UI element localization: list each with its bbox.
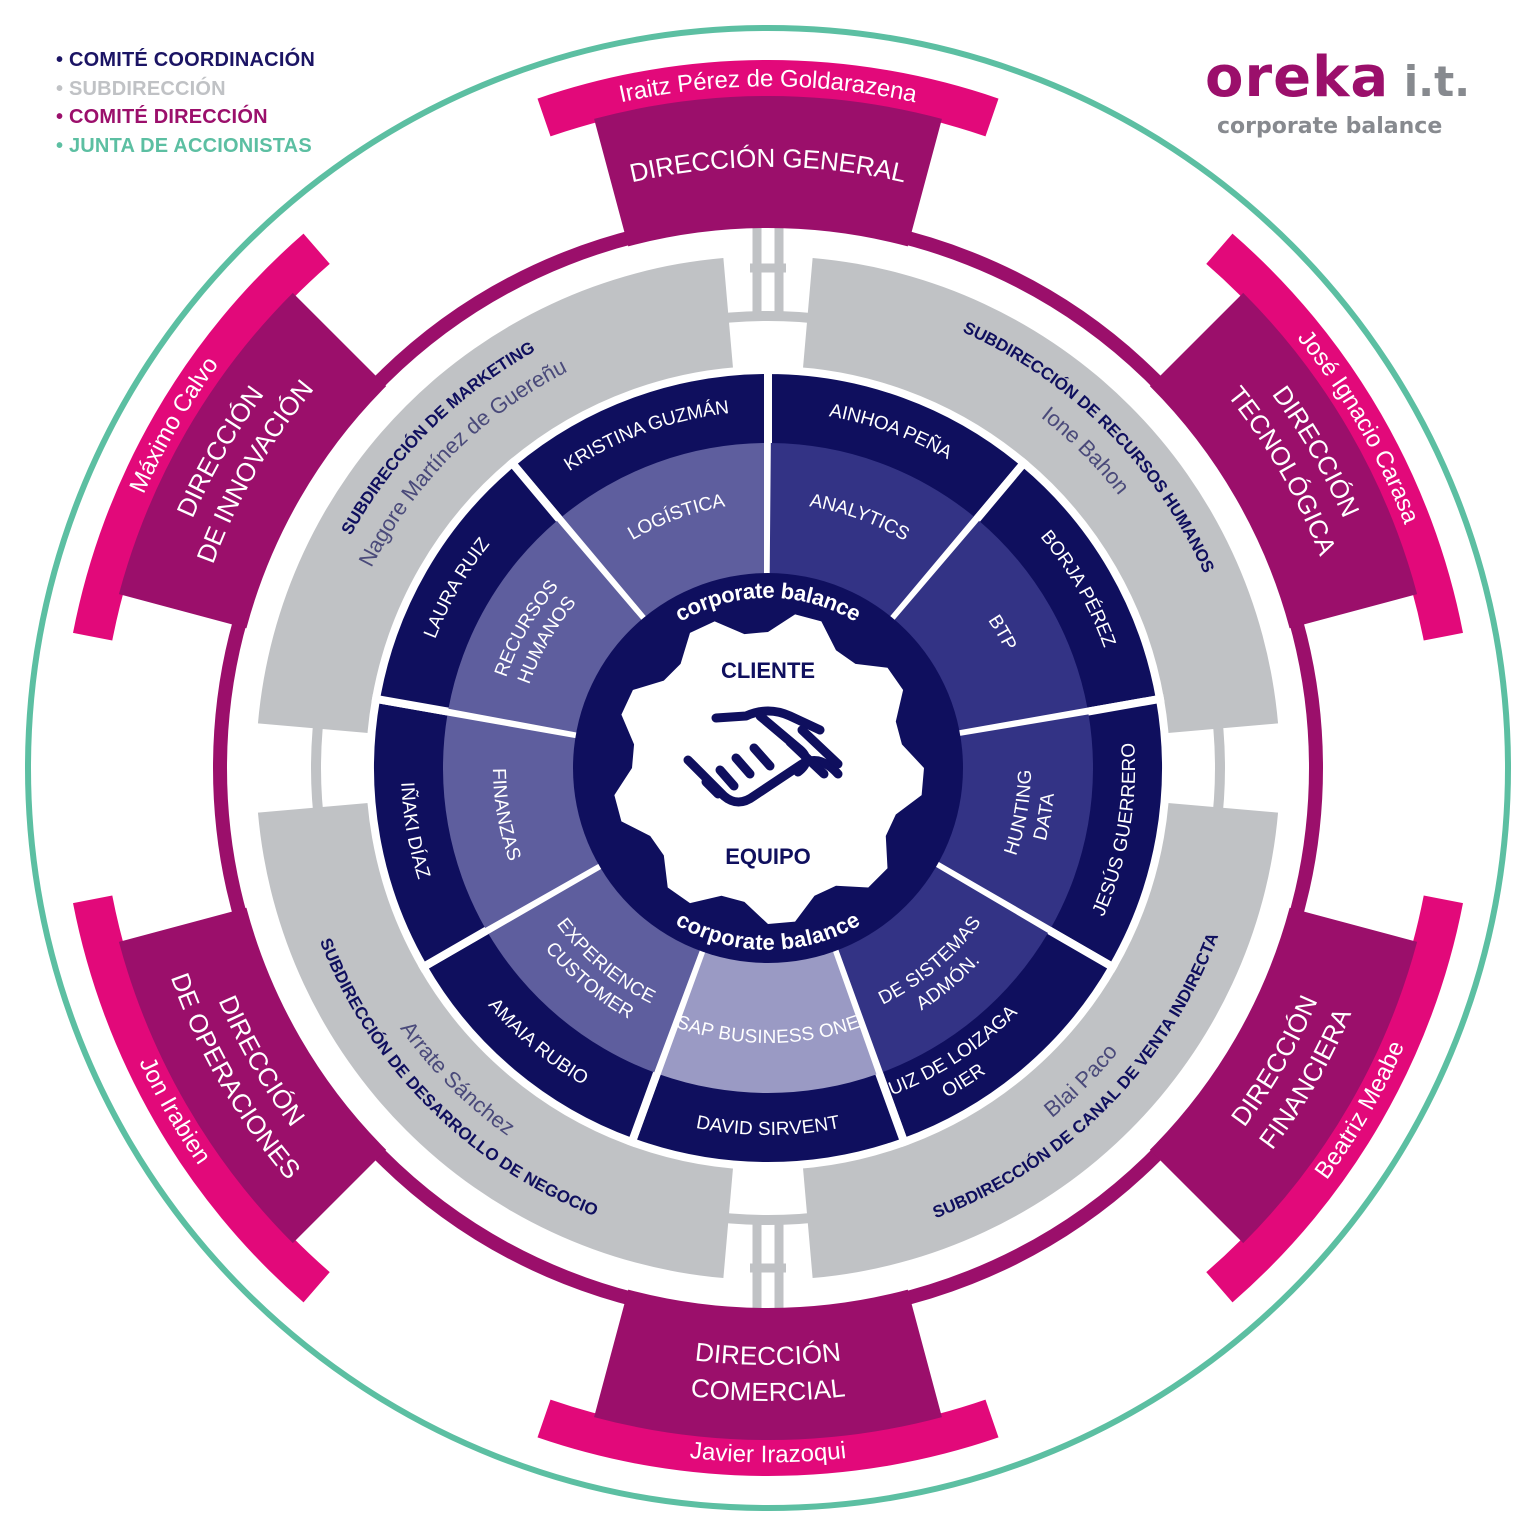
- handshake-lower: [683, 755, 843, 807]
- handshake-icon: [683, 706, 843, 807]
- company-logo: oreka i.t. corporate balance: [1205, 50, 1470, 140]
- direccion-person-path: Javier Irazoqui: [689, 1437, 848, 1468]
- direccion-person: Javier Irazoqui: [689, 1437, 848, 1468]
- subdireccion-band: [257, 257, 734, 734]
- legend-item-comite-coordinacion: • COMITÉ COORDINACIÓN: [56, 49, 315, 71]
- legend-item-comite-direccion: • COMITÉ DIRECCIÓN: [56, 106, 268, 128]
- direccion-main-tab: [1149, 292, 1418, 629]
- legend-item-junta-accionistas: • JUNTA DE ACCIONISTAS: [56, 134, 312, 157]
- junta-accionistas-ring: [25, 25, 1511, 1511]
- direccion-title: COMERCIAL: [689, 1372, 846, 1407]
- center-label-equipo: EQUIPO: [725, 844, 811, 869]
- direccion-main-tab: [118, 292, 387, 629]
- area-inner-segment: [443, 714, 603, 929]
- handshake-back: [755, 711, 843, 779]
- direccion-main-tab: [594, 1289, 942, 1440]
- handshake-upper: [711, 706, 825, 735]
- handshake-fingers: [701, 743, 775, 799]
- logo-wordmark: oreka i.t.: [1205, 50, 1470, 110]
- subdireccion-ring: [311, 311, 1225, 1225]
- logo-tagline: corporate balance: [1217, 114, 1443, 139]
- legend-item-subdireccion: • SUBDIRECCIÓN: [56, 77, 226, 100]
- direccion-main-tab: [1149, 907, 1418, 1244]
- subdireccion-band: [257, 802, 734, 1279]
- direccion-main-tab: [594, 95, 942, 247]
- area-inner-segment: [933, 714, 1093, 929]
- subdireccion-band: [802, 257, 1279, 734]
- direccion-main-tab: [118, 907, 387, 1244]
- subdireccion-band: [802, 802, 1279, 1279]
- direccion-title-path: COMERCIAL: [689, 1372, 846, 1407]
- logo-brand: oreka: [1205, 45, 1390, 110]
- direccion-title-path: DIRECCIÓN: [694, 1337, 842, 1371]
- center-label-cliente: CLIENTE: [721, 658, 815, 683]
- legend: • COMITÉ COORDINACIÓN • SUBDIRECCIÓN • C…: [56, 46, 315, 160]
- logo-suffix: i.t.: [1389, 57, 1471, 106]
- direccion-title: DIRECCIÓN: [694, 1337, 842, 1371]
- area-inner-segment: [659, 947, 877, 1093]
